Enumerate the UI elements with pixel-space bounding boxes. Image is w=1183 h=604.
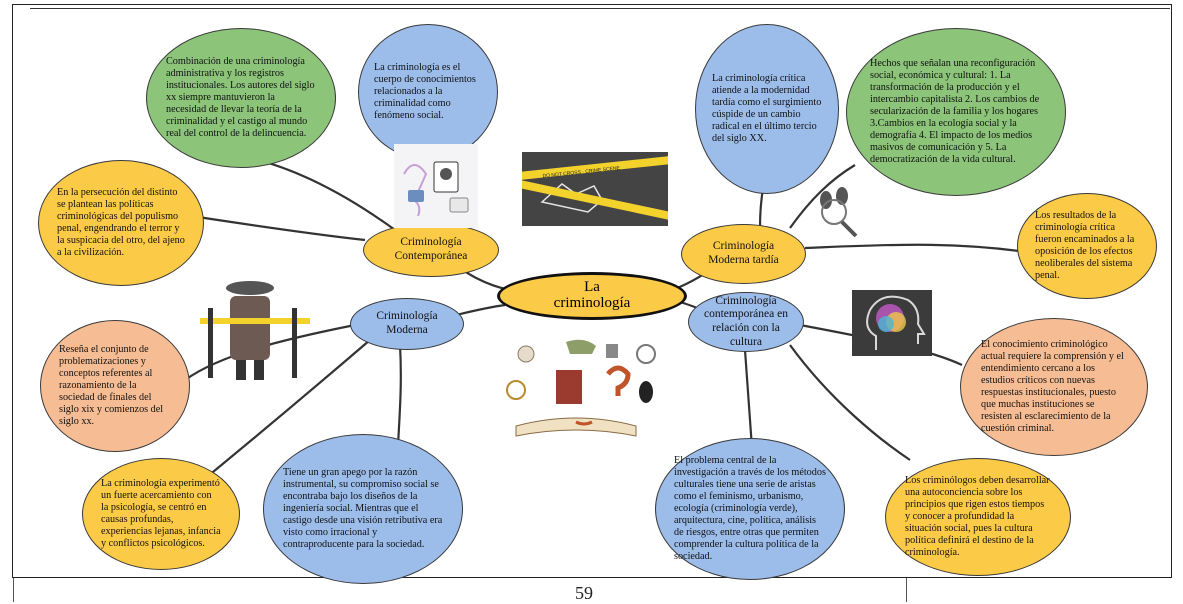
leaf-psicologia: La criminología experimentó un fuerte ac… — [82, 458, 240, 570]
leaf-hechos: Hechos que señalan una reconfiguración s… — [846, 28, 1066, 196]
main-topic: La criminología — [497, 272, 687, 320]
footprints-magnifier-illustration — [820, 187, 858, 238]
leaf-conocimiento: El conocimiento criminológico actual req… — [960, 318, 1148, 456]
detective-tools-illustration — [506, 339, 656, 437]
hub-moderna: Criminología Moderna — [350, 298, 464, 350]
brain-head-illustration — [852, 290, 932, 356]
top-rule — [30, 8, 1170, 9]
leaf-resultados: Los resultados de la criminología crític… — [1017, 193, 1157, 299]
hub-cultura: Criminología contemporánea en relación c… — [688, 292, 804, 352]
page-edge-left — [13, 578, 14, 602]
page-frame — [12, 4, 1172, 578]
crime-scene-tape-photo: DO NOT CROSS · CRIME SCENE — [522, 152, 668, 226]
leaf-problema: El problema central de la investigación … — [655, 438, 845, 580]
hub-contemporanea: Criminología Contemporánea — [363, 223, 499, 277]
detective-illustration — [200, 281, 310, 380]
leaf-persecucion: En la persecución del distinto se plante… — [38, 160, 204, 286]
page-edge-right — [906, 578, 907, 602]
leaf-resena: Reseña el conjunto de problematizaciones… — [40, 320, 190, 452]
leaf-administrativa: Combinación de una criminología administ… — [146, 28, 336, 168]
page-number: 59 — [575, 583, 593, 603]
hub-moderna-tardia: Criminología Moderna tardía — [681, 224, 806, 284]
leaf-critica: La criminología crítica atiende a la mod… — [695, 24, 839, 194]
leaf-apego: Tiene un gran apego por la razón instrum… — [263, 434, 463, 584]
fingerprint-evidence-illustration — [394, 144, 478, 228]
leaf-criminologos: Los criminólogos deben desarrollar una a… — [885, 458, 1071, 576]
leaf-cuerpo: La criminología es el cuerpo de conocimi… — [358, 24, 498, 160]
